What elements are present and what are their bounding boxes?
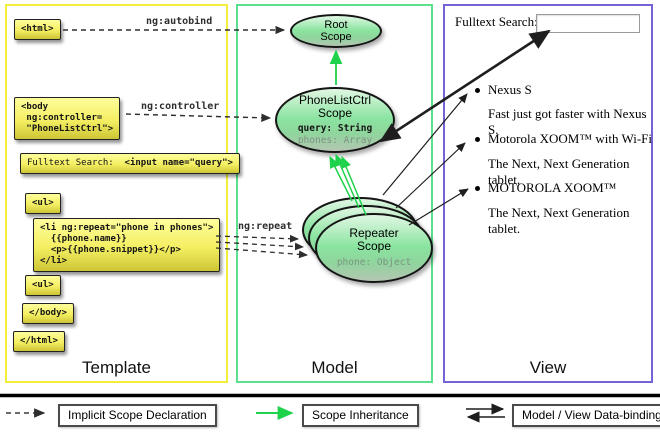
code-box-html-open: <html> [14, 19, 61, 40]
bullet-item-3 [475, 186, 480, 191]
view-item-2-title: Motorola XOOM™ with Wi-Fi [488, 131, 653, 146]
repeater-scope-title: Repeater Scope [349, 226, 399, 253]
fulltext-input-code: <input name="query"> [113, 158, 233, 168]
phonelistctrl-scope-ellipse: PhoneListCtrl Scope query: String phones… [275, 87, 395, 153]
legend-data-binding-box: Model / View Data-binding [512, 404, 660, 427]
view-item-3-desc: The Next, Next Generation tablet. [488, 205, 630, 236]
view-column-label: View [529, 358, 567, 377]
phonelistctrl-scope-title: PhoneListCtrl Scope [298, 92, 372, 120]
view-fulltext-label: Fulltext Search: [455, 14, 538, 29]
code-box-html-close: </html> [13, 331, 65, 352]
bullet-item-1 [475, 88, 480, 93]
code-box-body-close: </body> [22, 303, 74, 324]
prop-phones: phones: Array [297, 134, 373, 146]
prop-phone: phone: Object [336, 257, 412, 268]
code-box-li-repeat: <li ng:repeat="phone in phones"> {{phone… [33, 218, 221, 272]
ng-repeat-label: ng:repeat [238, 221, 293, 232]
code-box-fulltext: Fulltext Search: <input name="query"> [20, 153, 240, 174]
fulltext-search-input[interactable] [536, 14, 640, 33]
fulltext-label-code: Fulltext Search: [27, 158, 114, 168]
model-column-label: Model [311, 358, 358, 377]
view-item-1-title: Nexus S [488, 82, 532, 97]
template-column-label: Template [82, 358, 151, 377]
code-box-body-open: <body ng:controller= "PhoneListCtrl"> [14, 97, 121, 140]
legend-scope-inheritance-box: Scope Inheritance [302, 404, 419, 427]
legend-implicit-scope-box: Implicit Scope Declaration [58, 404, 217, 427]
code-box-ul-close: <ul> [25, 275, 61, 296]
prop-query: query: String [297, 122, 373, 134]
view-item-2-desc: The Next, Next Generation tablet. [488, 156, 630, 187]
view-item-3-title: MOTOROLA XOOM™ [488, 180, 617, 195]
code-box-ul-open: <ul> [25, 193, 61, 214]
ng-controller-label: ng:controller [141, 101, 220, 112]
repeater-scope-ellipse-front: Repeater Scope phone: Object [315, 213, 433, 283]
template-column [5, 4, 228, 383]
bullet-item-2 [475, 137, 480, 142]
root-scope-title: Root Scope [320, 19, 352, 43]
model-column [236, 4, 433, 383]
ng-autobind-label: ng:autobind [146, 16, 213, 27]
root-scope-ellipse: Root Scope [290, 14, 382, 48]
